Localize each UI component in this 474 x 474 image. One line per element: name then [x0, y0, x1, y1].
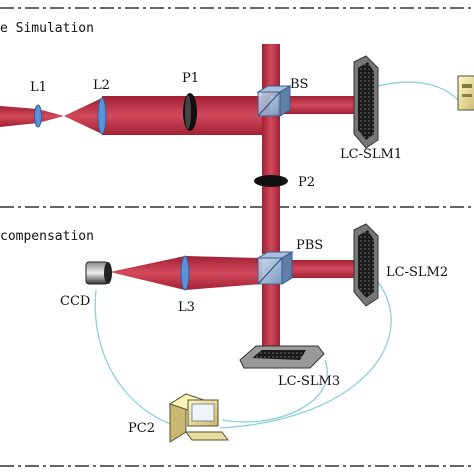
- label-pbs: PBS: [296, 238, 323, 253]
- pc-computer-icon: [457, 75, 474, 111]
- label-p2: P2: [298, 175, 315, 190]
- label-bs: BS: [290, 77, 308, 92]
- label-l3: L3: [178, 300, 195, 315]
- cable-ccd-pc2: [94, 289, 183, 429]
- lc-slm3-device: [239, 345, 325, 369]
- lc-slm1-device: [353, 55, 379, 149]
- beam-pbs-slm3: [262, 284, 280, 348]
- beam-to-ccd: [110, 256, 185, 290]
- section-title-simulation: e Simulation: [0, 21, 94, 36]
- label-p1: P1: [182, 71, 199, 86]
- cable-slm1-pc: [377, 81, 459, 101]
- label-l1: L1: [30, 80, 47, 95]
- cable-slm3-pc2: [221, 359, 328, 423]
- beam-splitter-bs: [256, 85, 292, 117]
- lens-l1: [34, 104, 42, 128]
- polarizer-p1-edge: [185, 95, 191, 129]
- beam-bs-slm1: [278, 96, 356, 114]
- label-lc-slm1: LC-SLM1: [340, 147, 402, 162]
- beam-input: [0, 106, 64, 127]
- lens-l3: [180, 255, 190, 291]
- lens-l2: [97, 97, 107, 135]
- polarizer-p2: [254, 175, 288, 187]
- label-lc-slm3: LC-SLM3: [278, 374, 340, 389]
- label-l2: L2: [93, 78, 110, 93]
- beam-pbs-slm2: [288, 260, 358, 278]
- pc2-computer-icon: [168, 393, 229, 443]
- beam-vertical-top: [262, 44, 280, 96]
- section-title-compensation: compensation: [0, 229, 94, 244]
- label-pc2: PC2: [128, 421, 155, 436]
- beam-expanding: [64, 98, 102, 134]
- cable-slm2-pc2: [219, 281, 392, 429]
- lc-slm2-device: [353, 223, 379, 307]
- label-lc-slm2: LC-SLM2: [386, 265, 448, 280]
- polarizing-beam-splitter-pbs: [256, 251, 294, 285]
- label-ccd: CCD: [60, 294, 90, 309]
- ccd-camera: [85, 261, 112, 285]
- beam-to-l3: [185, 256, 262, 290]
